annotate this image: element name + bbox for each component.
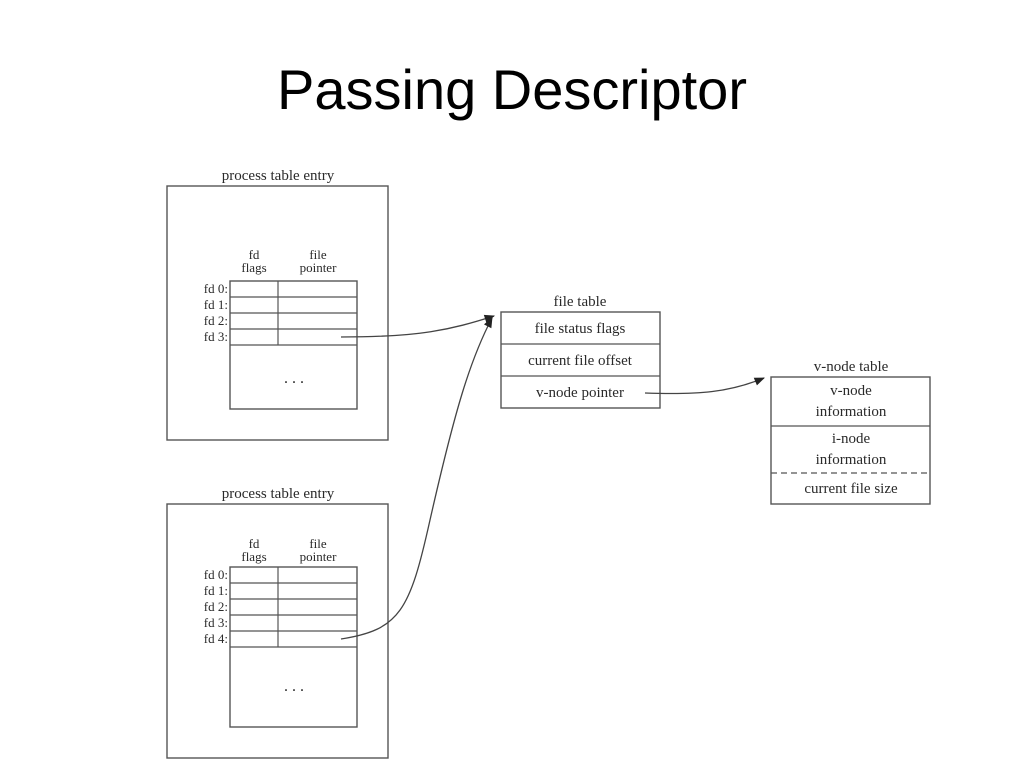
arrow-fd3-to-file-table <box>340 314 495 338</box>
process-entry-2-col-fd-flags-line1: fd <box>249 536 260 551</box>
process-entry-2-ellipsis: . . . <box>284 678 304 695</box>
inode-info-line1: i-node <box>832 431 871 447</box>
slide-title: Passing Descriptor <box>277 58 747 121</box>
file-table-frame <box>500 311 661 409</box>
process-entry-2-row-fd3: fd 3: <box>204 615 228 630</box>
vnode-table-frame <box>770 376 931 505</box>
process-entry-1-row-fd1: fd 1: <box>204 297 228 312</box>
file-table: file table file status flags current fil… <box>500 294 661 409</box>
process-entry-2-label: process table entry <box>222 486 335 502</box>
file-table-row-vnode-pointer: v-node pointer <box>536 385 624 401</box>
process-entry-1-ellipsis: . . . <box>284 370 304 387</box>
current-file-size: current file size <box>804 481 898 497</box>
process-entry-1-row-fd3: fd 3: <box>204 329 228 344</box>
process-entry-1-col-fd-flags-line2: flags <box>241 260 266 275</box>
process-entry-2-row-fd0: fd 0: <box>204 567 228 582</box>
process-table-entry-2: process table entry fd flags file pointe… <box>166 486 389 759</box>
arrow-vnode-pointer-to-vnode-table <box>644 377 765 395</box>
process-entry-2-col-fd-flags-line2: flags <box>241 549 266 564</box>
process-entry-1-row-fd0: fd 0: <box>204 281 228 296</box>
process-entry-2-col-file-pointer-line1: file <box>309 536 327 551</box>
process-table-entry-1: process table entry fd flags file pointe… <box>166 168 389 441</box>
process-entry-1-col-file-pointer-line1: file <box>309 247 327 262</box>
process-entry-2-row-fd1: fd 1: <box>204 583 228 598</box>
file-table-row-status-flags: file status flags <box>535 321 626 337</box>
process-entry-1-col-fd-flags-line1: fd <box>249 247 260 262</box>
process-entry-2-row-fd4: fd 4: <box>204 631 228 646</box>
inode-info-line2: information <box>816 452 887 468</box>
arrow-fd4-to-file-table <box>340 317 493 640</box>
process-entry-1-row-fd2: fd 2: <box>204 313 228 328</box>
process-entry-2-row-fd2: fd 2: <box>204 599 228 614</box>
process-entry-1-label: process table entry <box>222 168 335 184</box>
vnode-table-label: v-node table <box>814 359 889 375</box>
vnode-table: v-node table v-node information i-node i… <box>770 359 931 505</box>
vnode-info-line1: v-node <box>830 383 872 399</box>
file-table-label: file table <box>554 294 607 310</box>
process-entry-2-col-file-pointer-line2: pointer <box>300 549 337 564</box>
process-entry-1-col-file-pointer-line2: pointer <box>300 260 337 275</box>
file-table-row-current-offset: current file offset <box>528 353 633 369</box>
vnode-info-line2: information <box>816 404 887 420</box>
